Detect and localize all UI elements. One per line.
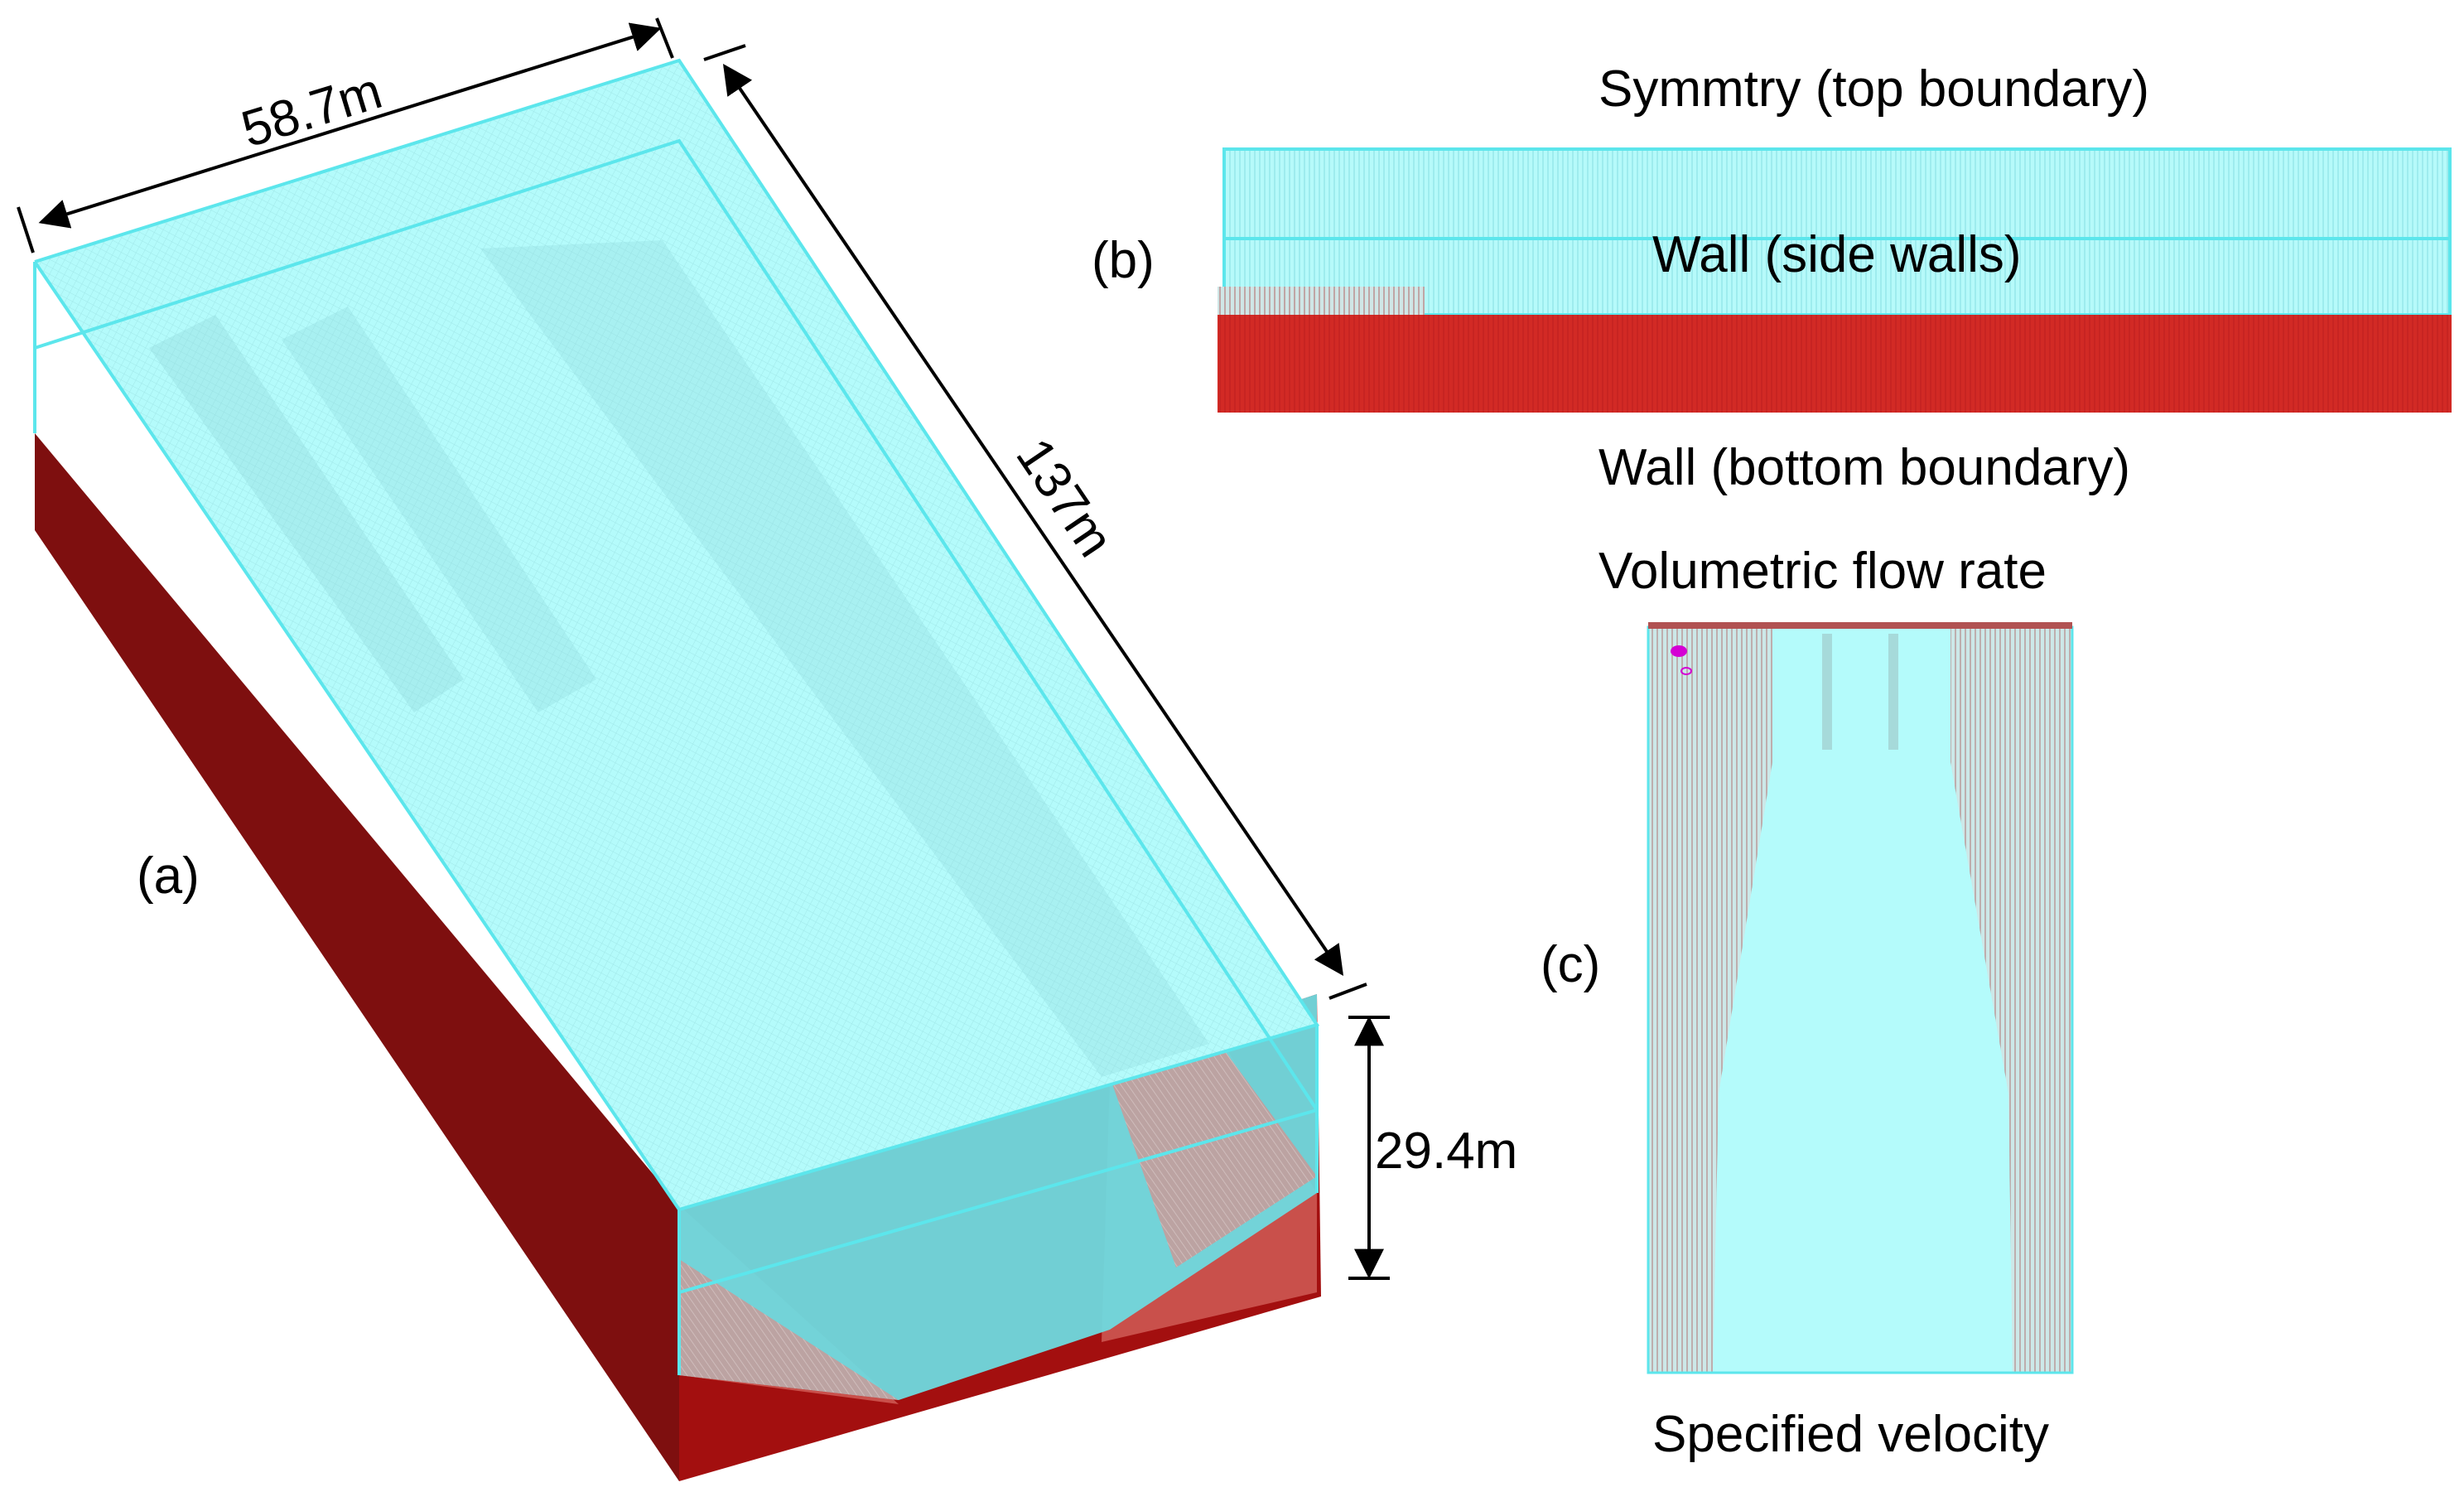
panel-b-cross-section: Symmtry (top boundary) (b) Wall (side wa… [1092, 60, 2452, 496]
top-boundary-label: Symmtry (top boundary) [1598, 60, 2149, 118]
plan-mesh-strip-1 [1822, 634, 1832, 750]
plan-mesh-right [1950, 627, 2072, 1373]
side-walls-label: Wall (side walls) [1652, 226, 2022, 283]
plan-mesh-left [1648, 627, 1772, 1373]
length-tick-bottom [1328, 983, 1367, 1000]
panel-c-plan-view: Volumetric flow rate (c) Specified veloc… [1541, 543, 2074, 1463]
plan-mesh-strip-2 [1888, 634, 1898, 750]
panel-c-label: (c) [1541, 936, 1600, 993]
height-label: 29.4m [1375, 1123, 1517, 1180]
bottom-boundary-label: Wall (bottom boundary) [1598, 439, 2130, 496]
probe-marker [1671, 645, 1687, 657]
cross-section-mesh-refine [1218, 287, 1425, 316]
panel-b-label: (b) [1092, 232, 1155, 289]
front-face-hatch-right [1110, 1052, 1317, 1267]
bed-left-face [35, 433, 679, 1481]
width-tick-right [655, 17, 674, 59]
width-tick-left [17, 206, 35, 253]
inlet-boundary-label: Volumetric flow rate [1598, 543, 2047, 600]
width-dimension-arrow [38, 22, 662, 229]
outlet-boundary-label: Specified velocity [1652, 1406, 2049, 1463]
length-tick-top [703, 44, 746, 61]
panel-a-label: (a) [137, 847, 200, 905]
length-dimension-arrow [722, 64, 1344, 976]
probe-marker-small [1680, 667, 1692, 675]
front-face-hatch-left [679, 1259, 899, 1400]
cross-section-solid-bed [1218, 315, 2452, 413]
cross-section-fluid [1224, 149, 2450, 315]
mesh-band-1 [149, 315, 464, 712]
width-label: 58.7m [235, 62, 388, 158]
length-label: 137m [1005, 428, 1124, 567]
front-interface-line [678, 1108, 1318, 1294]
inlet-bar [1648, 622, 2072, 629]
mesh-band-2 [282, 307, 596, 712]
